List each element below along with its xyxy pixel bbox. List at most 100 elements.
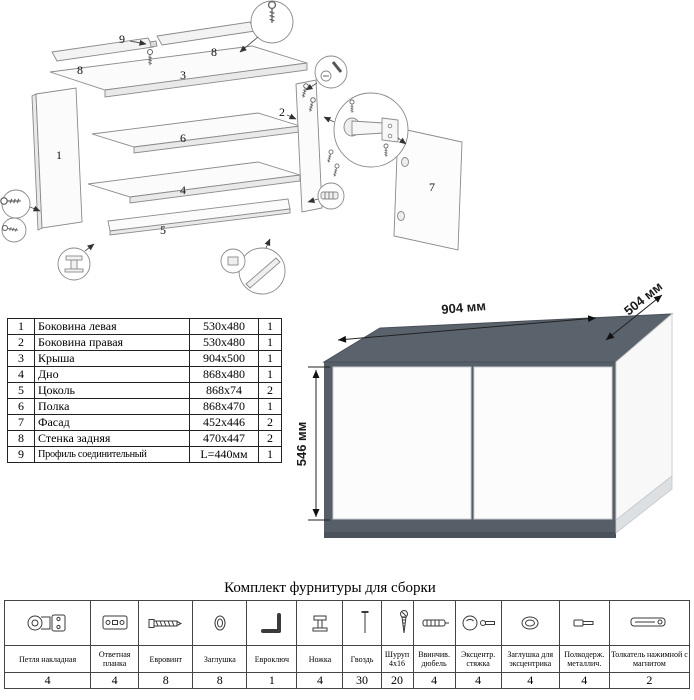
callout-dowel — [307, 182, 345, 210]
cabinet-render: 546 мм 904 мм 504 мм — [296, 279, 674, 538]
cabinet-door-right — [473, 366, 613, 520]
top-panel — [49, 45, 308, 98]
part-number: 2 — [7, 334, 35, 351]
dim-depth-label: 504 мм — [621, 279, 665, 319]
part-number: 4 — [7, 366, 35, 383]
part-name: Боковина правая — [34, 334, 190, 351]
callout-confirmat — [239, 0, 294, 53]
label-3: 3 — [180, 68, 186, 82]
cam-cap-icon — [521, 616, 539, 630]
nail-icon — [361, 611, 369, 633]
callout-hinge — [323, 92, 409, 168]
hardware-name: Гвоздь — [342, 645, 382, 673]
hex-key-icon — [260, 613, 281, 633]
hardware-name: Полкодерж. металлич. — [558, 645, 610, 673]
label-5: 5 — [160, 223, 166, 237]
part-qty: 1 — [258, 446, 282, 463]
dim-height-label: 546 мм — [296, 422, 309, 467]
dim-width-line — [337, 315, 597, 343]
shelf-pin-icon — [573, 619, 594, 627]
part-name: Крыша — [34, 350, 190, 367]
hardware-name: Толкатель нажимной с магнитом — [608, 645, 691, 673]
part-size: 868x470 — [189, 398, 259, 415]
dim-height — [308, 366, 330, 521]
part-number: 8 — [7, 430, 35, 447]
hardware-qty: 8 — [138, 672, 194, 689]
part-name: Дно — [34, 366, 190, 383]
hinge-icon — [27, 614, 66, 632]
parts-row: 2 Боковина правая 530x480 1 — [7, 334, 282, 351]
foot-icon — [312, 615, 328, 632]
part-qty: 1 — [258, 334, 282, 351]
cabinet-right-base — [615, 475, 673, 534]
parts-row: 3 Крыша 904x500 1 — [7, 350, 282, 367]
part-size: 470x447 — [189, 430, 259, 447]
back-panel-right — [156, 21, 256, 46]
parts-row: 1 Боковина левая 530x480 1 — [7, 318, 282, 335]
hardware-qty: 4 — [3, 672, 92, 689]
hardware-qty: 20 — [380, 672, 414, 689]
part-number: 1 — [7, 318, 35, 335]
part-number: 9 — [7, 446, 35, 463]
parts-row: 5 Цоколь 868x74 2 — [7, 382, 282, 399]
back-panel-left — [51, 37, 154, 62]
hardware-names-row: Петля накладная Ответная планка Евровинт… — [3, 645, 691, 673]
bottom-panel — [87, 161, 301, 204]
hardware-qty-row: 4 4 8 8 1 4 30 20 4 4 4 4 2 — [3, 672, 691, 689]
part-name: Цоколь — [34, 382, 190, 399]
parts-row: 6 Полка 868x470 1 — [7, 398, 282, 415]
strike-plate-icon — [102, 615, 128, 630]
hardware-name: Эксцентр. стяжка — [454, 645, 502, 673]
cabinet-top-face — [322, 313, 674, 363]
label-8b: 8 — [211, 45, 217, 59]
callout-profile — [220, 238, 286, 295]
hardware-name: Ввинчив. дюбель — [412, 645, 456, 673]
dim-width-label: 904 мм — [441, 298, 487, 317]
shelf-panel — [91, 112, 301, 154]
hardware-qty: 1 — [246, 672, 298, 689]
part-qty: 1 — [258, 350, 282, 367]
part-name: Фасад — [34, 414, 190, 431]
label-7: 7 — [429, 180, 435, 194]
parts-table: 1 Боковина левая 530x480 1 2 Боковина пр… — [7, 318, 282, 463]
label-9: 9 — [119, 32, 125, 46]
parts-row: 7 Фасад 452x446 2 — [7, 414, 282, 431]
callout-cam-lock — [305, 55, 348, 91]
label-2: 2 — [279, 105, 285, 119]
hardware-table: Петля накладная Ответная планка Евровинт… — [3, 600, 691, 689]
label-1: 1 — [56, 148, 62, 162]
hardware-name: Ножка — [296, 645, 344, 673]
hardware-qty: 4 — [558, 672, 610, 689]
callout-screws-left — [0, 189, 41, 243]
part-qty: 2 — [258, 414, 282, 431]
parts-row: 9 Профиль соединительный L=440мм 1 — [7, 446, 282, 463]
hardware-qty: 4 — [454, 672, 502, 689]
cap-icon — [214, 615, 226, 631]
hardware-qty: 2 — [608, 672, 691, 689]
hardware-qty: 8 — [192, 672, 248, 689]
hardware-qty: 30 — [342, 672, 382, 689]
parts-row: 8 Стенка задняя 470x447 2 — [7, 430, 282, 447]
callout-foot — [57, 243, 95, 281]
connector-profile — [149, 40, 158, 48]
cam-lock-icon — [462, 615, 496, 631]
dim-depth-line — [605, 294, 663, 341]
part-number: 7 — [7, 414, 35, 431]
part-number: 6 — [7, 398, 35, 415]
part-qty: 1 — [258, 318, 282, 335]
plinth-panel — [107, 198, 291, 236]
screw-icon — [399, 610, 408, 634]
hardware-name: Шуруп 4x16 — [380, 645, 414, 673]
label-4: 4 — [180, 183, 186, 197]
parts-row: 4 Дно 868x480 1 — [7, 366, 282, 383]
label-6: 6 — [180, 131, 186, 145]
part-number: 5 — [7, 382, 35, 399]
label-8a: 8 — [77, 63, 83, 77]
part-qty: 1 — [258, 366, 282, 383]
dowel-icon — [422, 619, 449, 627]
hardware-name: Ответная планка — [90, 645, 140, 673]
part-name: Стенка задняя — [34, 430, 190, 447]
hardware-name: Петля накладная — [3, 645, 92, 673]
part-size: L=440мм — [189, 446, 259, 463]
